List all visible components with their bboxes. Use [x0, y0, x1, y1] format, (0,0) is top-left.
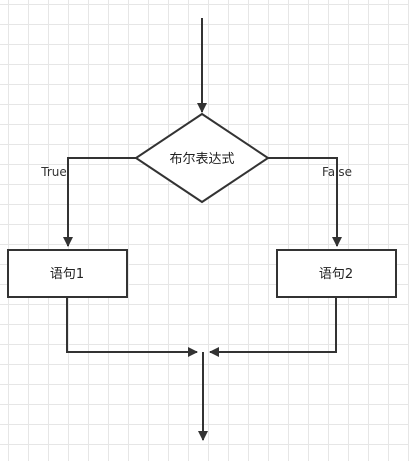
false-branch-label: False — [322, 165, 352, 179]
merge-connector-right — [209, 297, 337, 357]
statement-1-label: 语句1 — [50, 267, 84, 282]
decision-label: 布尔表达式 — [169, 152, 234, 167]
statement-2-box — [276, 249, 397, 298]
decision-diamond — [134, 112, 270, 204]
merge-connector-left — [66, 297, 198, 357]
true-branch-label: True — [40, 165, 67, 179]
true-branch-connector — [63, 157, 136, 247]
statement-2-label: 语句2 — [319, 267, 353, 282]
statement-1-box — [7, 249, 128, 298]
false-branch-connector — [268, 157, 342, 247]
